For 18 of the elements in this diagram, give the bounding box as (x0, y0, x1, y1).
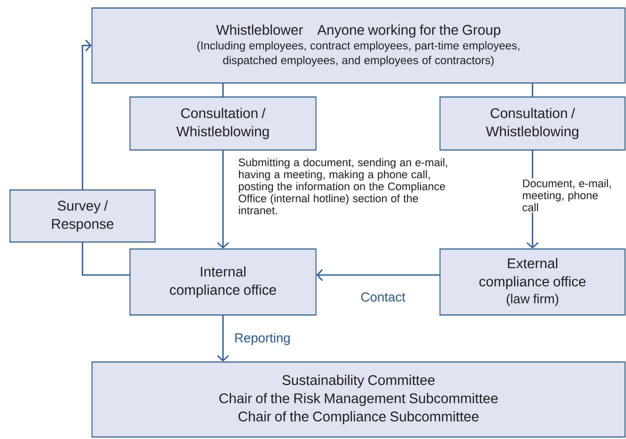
arrow (217, 315, 229, 362)
connector-line (532, 83, 534, 97)
edge-label: Submitting a document, sending an e-mail, having a meeting, making a phone call, posting the information on the Compliance Office (internal hotline) section of the intranet. (237, 157, 462, 216)
arrow (217, 150, 229, 249)
process-box: Survey / Response (10, 190, 156, 242)
header-box: Whistleblower Anyone working for the Group (Including employees, contract employees, part-time employees, dispatched employees, and employees of contractors) (92, 8, 626, 84)
committee-box: Sustainability Committee Chair of the Risk Management Subcommittee Chair of the Compliance Subcommittee (92, 362, 626, 438)
edge-label: Reporting (233, 332, 292, 346)
connector-line (222, 83, 224, 97)
connector-line (82, 242, 130, 276)
arrow (82, 40, 92, 190)
edge-label: Document, e-mail, meeting, phone call (521, 178, 616, 212)
process-box: External compliance office (law firm) (440, 248, 626, 316)
process-box: Internal compliance office (130, 248, 316, 316)
process-box: Consultation / Whistleblowing (130, 96, 316, 150)
process-box: Consultation / Whistleblowing (440, 96, 626, 150)
arrow (316, 269, 440, 281)
edge-label: Contact (360, 291, 406, 303)
